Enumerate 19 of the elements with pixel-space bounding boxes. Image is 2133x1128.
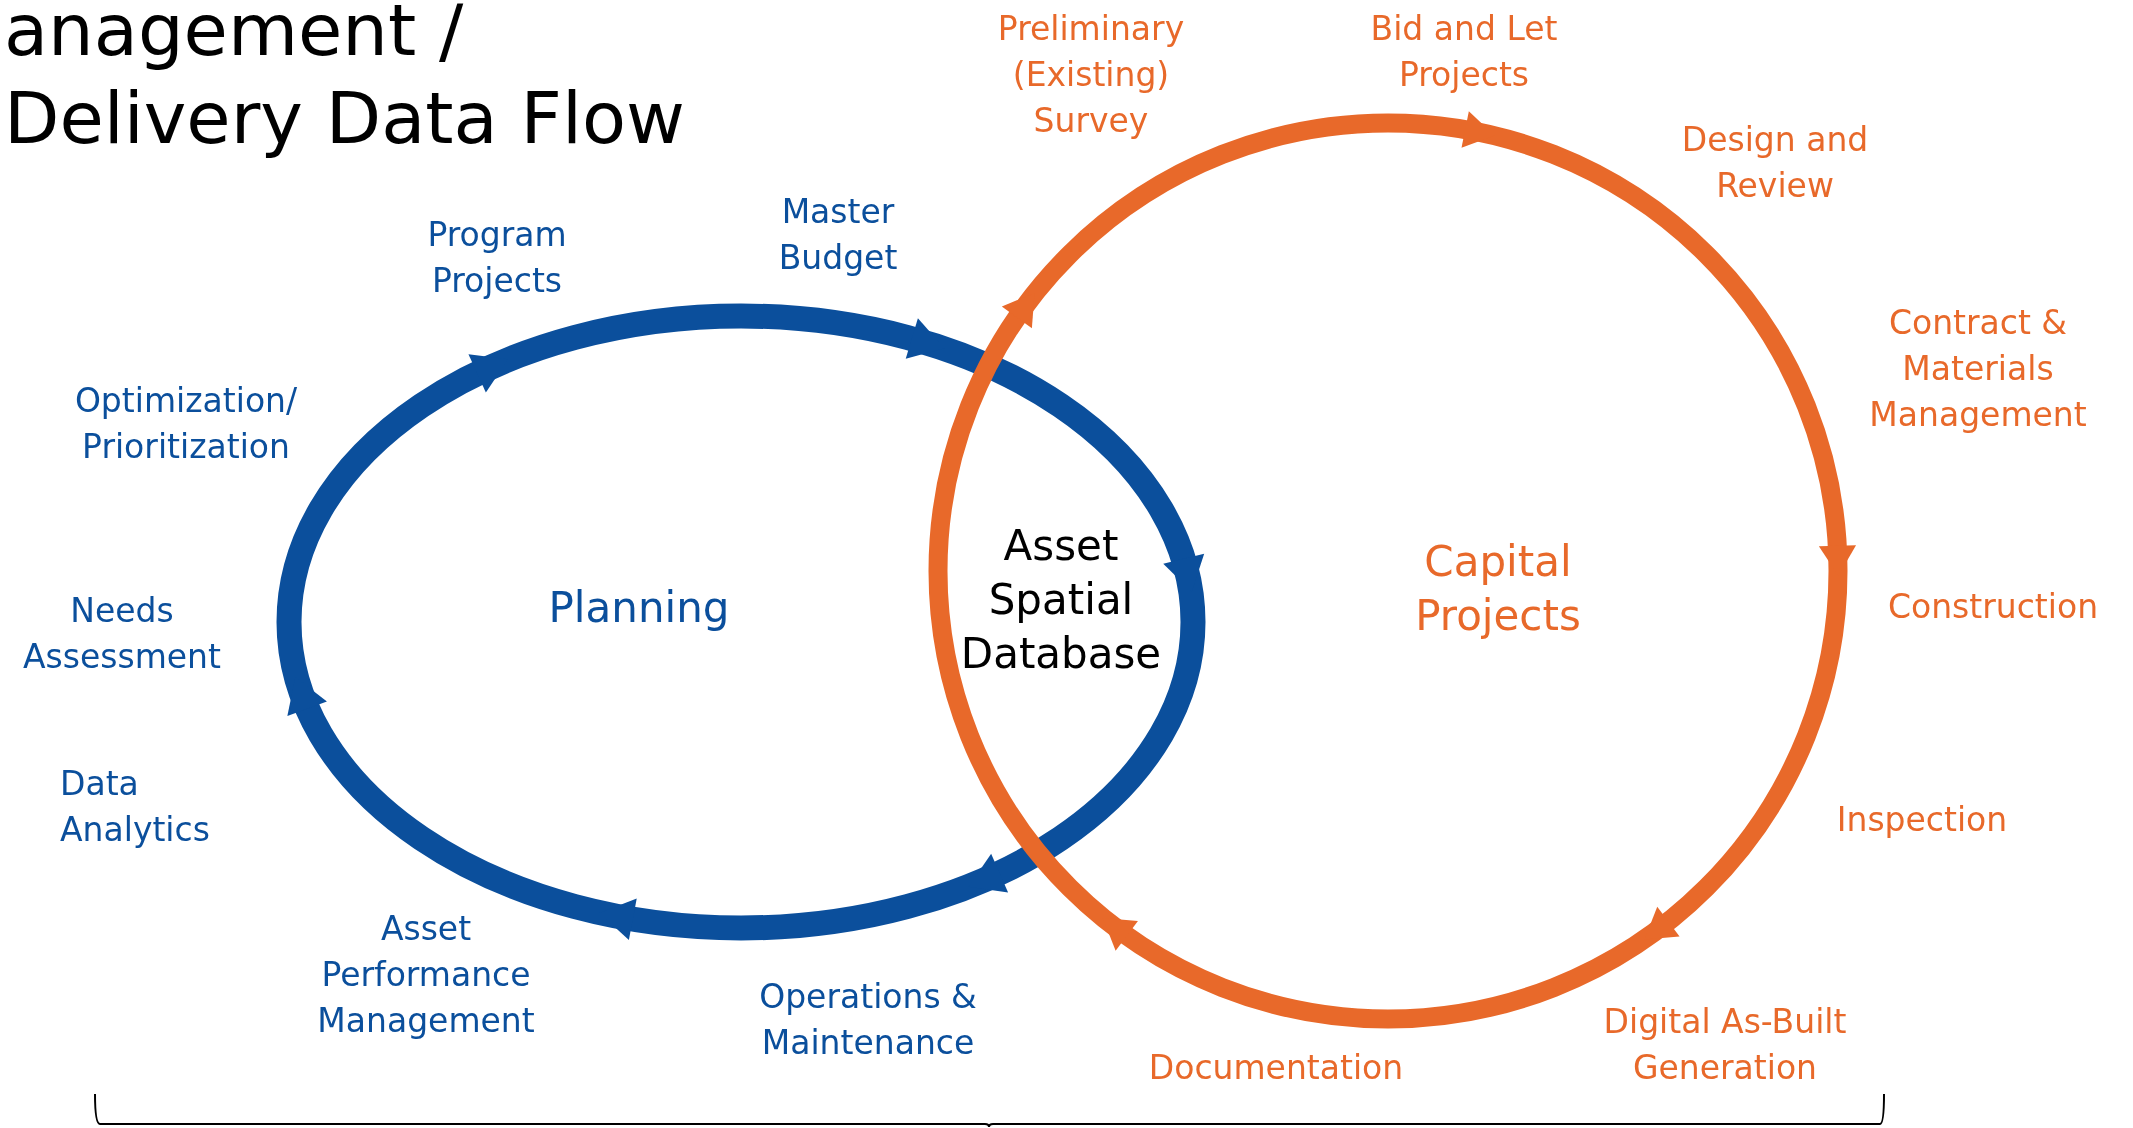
- stage-label: Program Projects: [426, 214, 568, 302]
- stage-label: Preliminary (Existing) Survey: [996, 8, 1186, 142]
- stage-label: Documentation: [1147, 1047, 1405, 1089]
- stage-label: Bid and Let Projects: [1369, 8, 1559, 96]
- stage-label: Master Budget: [777, 191, 899, 279]
- cycle-title: Planning: [547, 582, 731, 634]
- stage-label: Digital As-Built Generation: [1602, 1001, 1848, 1089]
- stage-label: Operations & Maintenance: [758, 976, 978, 1064]
- stage-label: Needs Assessment: [22, 590, 222, 678]
- stage-label: Optimization/ Prioritization: [73, 380, 299, 468]
- stage-label: Contract & Materials Management: [1868, 302, 2088, 436]
- title: anagement / Delivery Data Flow: [4, 0, 686, 162]
- stage-label: Inspection: [1835, 799, 2009, 841]
- stage-label: Data Analytics: [60, 763, 211, 851]
- cycle-title: Capital Projects: [1414, 536, 1582, 642]
- stage-label: Asset Performance Management: [316, 908, 536, 1042]
- stage-label: Design and Review: [1680, 119, 1870, 207]
- center-label: Asset Spatial Database: [959, 520, 1163, 680]
- stage-label: Construction: [1886, 586, 2100, 628]
